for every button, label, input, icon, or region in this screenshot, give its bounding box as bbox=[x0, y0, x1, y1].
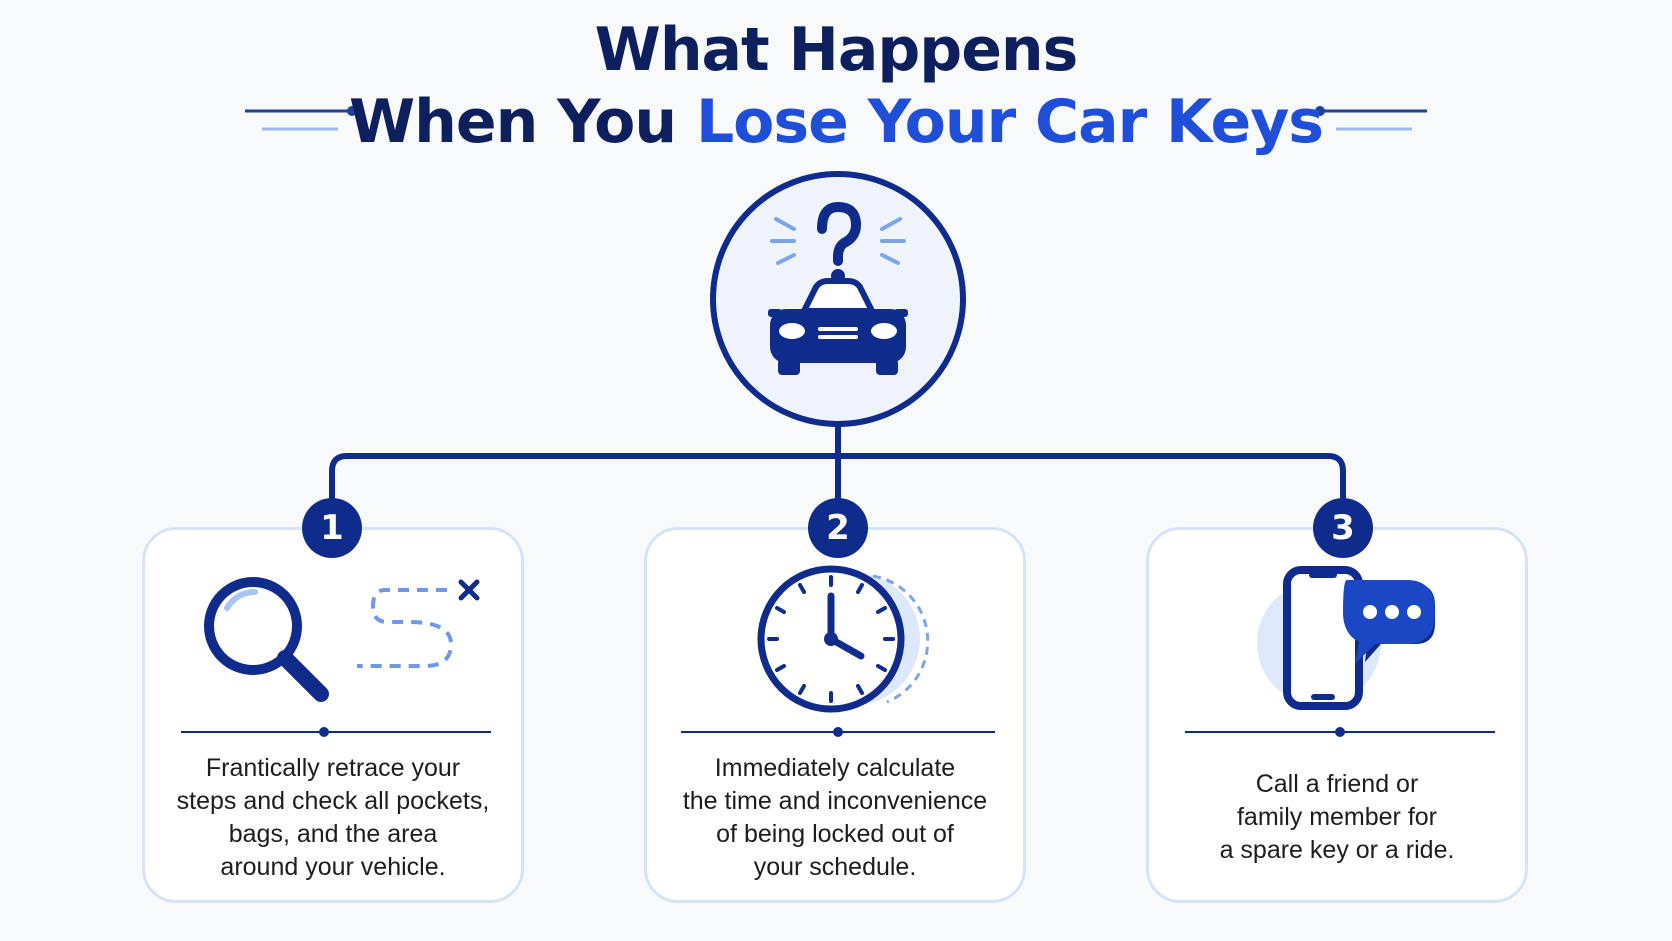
step-card-3: Call a friend or family member for a spa… bbox=[1146, 527, 1528, 903]
step-2-text: Immediately calculate the time and incon… bbox=[682, 754, 988, 881]
page-title-line-2: When You Lose Your Car Keys bbox=[0, 80, 1672, 164]
title-decoration-lines bbox=[245, 106, 1427, 131]
phone-chat-icon bbox=[1185, 566, 1495, 737]
title-accent: Lose Your Car Keys bbox=[695, 87, 1324, 157]
title-prefix: When You bbox=[348, 87, 696, 157]
step-2-badge: 2 bbox=[808, 498, 868, 558]
step-card-1: Frantically retrace your steps and check… bbox=[142, 527, 524, 903]
step-1-text: Frantically retrace your steps and check… bbox=[176, 754, 490, 881]
page-title-line-1: What Happens bbox=[594, 15, 1079, 85]
car-question-icon bbox=[710, 171, 966, 427]
step-3-text: Call a friend or family member for a spa… bbox=[1219, 770, 1455, 864]
step-1-badge: 1 bbox=[302, 498, 362, 558]
clock-icon bbox=[681, 565, 995, 737]
step-card-2: Immediately calculate the time and incon… bbox=[644, 527, 1026, 903]
magnifier-path-icon bbox=[181, 577, 491, 737]
step-3-badge: 3 bbox=[1313, 498, 1373, 558]
